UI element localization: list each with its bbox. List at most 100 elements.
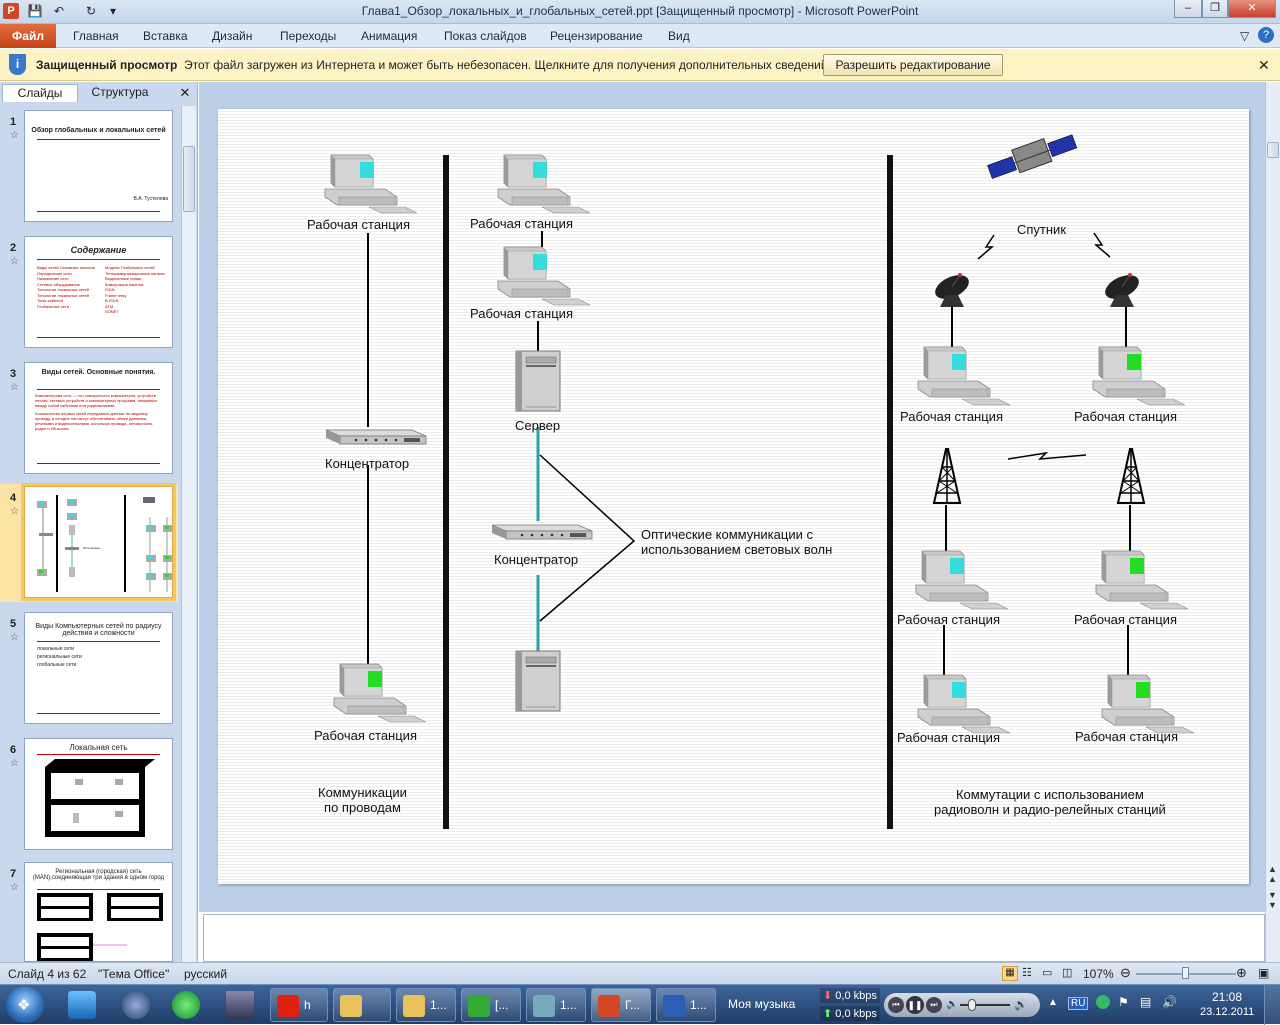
taskbar-app[interactable]: [... xyxy=(461,988,521,1022)
file-tab[interactable]: Файл xyxy=(0,24,56,48)
radio-icon[interactable] xyxy=(172,991,200,1019)
tab-slideshow[interactable]: Показ слайдов xyxy=(444,29,527,43)
clock-date[interactable]: 23.12.2011 xyxy=(1200,1006,1255,1018)
clock-time[interactable]: 21:08 xyxy=(1212,990,1243,1004)
tab-slides[interactable]: Слайды xyxy=(2,84,78,102)
language-indicator[interactable]: русский xyxy=(184,967,228,981)
label-workstation: Рабочая станция xyxy=(1075,729,1178,744)
previous-icon[interactable]: ⏮ xyxy=(888,997,904,1013)
close-panel-icon[interactable]: ✕ xyxy=(179,85,191,100)
fit-slide-icon[interactable]: ▣ xyxy=(1258,966,1270,980)
taskbar-opera[interactable]: h xyxy=(270,988,328,1022)
slideshow-icon[interactable]: ◫ xyxy=(1062,967,1073,979)
close-bar-icon[interactable]: ✕ xyxy=(1258,57,1270,73)
slide-thumbnail-5[interactable]: Виды Компьютерных сетей по радиусу дейст… xyxy=(24,612,173,724)
taskbar-folder[interactable] xyxy=(333,988,391,1022)
annotation-optical: Оптические коммуникации с использованием… xyxy=(641,527,833,557)
slide-number: 4 xyxy=(10,492,17,504)
protected-view-text[interactable]: Этот файл загружен из Интернета и может … xyxy=(184,58,831,72)
scrollbar-thumb[interactable] xyxy=(1267,142,1279,158)
screen-icon[interactable] xyxy=(68,991,96,1019)
undo-icon[interactable]: ↶ xyxy=(53,4,65,18)
maximize-button[interactable]: ❐ xyxy=(1202,0,1228,18)
tab-design[interactable]: Дизайн xyxy=(212,29,253,43)
thumb-title: Региональная (городская) сеть (MAN),соед… xyxy=(32,869,165,881)
slide-thumbnail-7[interactable]: Региональная (городская) сеть (MAN),соед… xyxy=(24,862,173,962)
volume-icon[interactable]: 🔈 xyxy=(946,999,959,1010)
slide-scrollbar[interactable]: ▲▲ ▼▼ xyxy=(1265,82,1280,962)
slide-thumbnail-1[interactable]: Обзор глобальных и локальных сетей В.А. … xyxy=(24,110,173,222)
volume-slider[interactable] xyxy=(960,1004,1010,1006)
tab-view[interactable]: Вид xyxy=(668,29,690,43)
show-hidden-icons[interactable]: ▲ xyxy=(1048,997,1058,1008)
flag-icon[interactable]: ⚑ xyxy=(1118,995,1129,1009)
network-icon[interactable]: ▤ xyxy=(1140,995,1152,1009)
hub-icon xyxy=(325,429,427,445)
minimize-ribbon-icon[interactable]: ▽ xyxy=(1240,29,1250,43)
server-icon xyxy=(515,650,561,712)
tab-insert[interactable]: Вставка xyxy=(143,29,188,43)
volume-tray-icon[interactable]: 🔊 xyxy=(1162,995,1177,1009)
taskbar-image[interactable]: 1... xyxy=(526,988,586,1022)
slide-number: 6 xyxy=(10,744,17,756)
redo-icon[interactable]: ↻ xyxy=(85,4,97,18)
tray-app-icon[interactable] xyxy=(1096,995,1110,1009)
label-workstation: Рабочая станция xyxy=(314,728,417,743)
zoom-level[interactable]: 107% xyxy=(1083,967,1114,981)
zoom-out-icon[interactable]: ⊖ xyxy=(1120,965,1131,980)
theme-name[interactable]: "Тема Office" xyxy=(98,967,170,981)
radio-tower-icon xyxy=(1117,448,1145,504)
save-disk-icon[interactable] xyxy=(226,991,254,1019)
help-icon[interactable]: ? xyxy=(1258,27,1274,43)
tab-animation[interactable]: Анимация xyxy=(361,29,418,43)
next-icon[interactable]: ⏭ xyxy=(926,997,942,1013)
slide-thumbnail-3[interactable]: Виды сетей. Основные понятия. Компьютерн… xyxy=(24,362,173,474)
language-indicator-ru[interactable]: RU xyxy=(1068,997,1089,1010)
thumbnails-scrollbar[interactable] xyxy=(181,106,196,962)
normal-view-icon[interactable]: ▦ xyxy=(1002,966,1018,981)
tab-review[interactable]: Рецензирование xyxy=(550,29,643,43)
label-workstation: Рабочая станция xyxy=(470,306,573,321)
customize-toolbar-icon[interactable]: ▾ xyxy=(109,4,117,18)
close-button[interactable]: ✕ xyxy=(1228,0,1276,18)
notes-pane[interactable] xyxy=(203,914,1265,962)
zoom-in-icon[interactable]: ⊕ xyxy=(1236,965,1247,980)
divider-left xyxy=(443,155,449,829)
taskbar-powerpoint[interactable]: Г... xyxy=(591,988,651,1022)
slide-counter: Слайд 4 из 62 xyxy=(8,967,87,981)
zoom-slider-thumb[interactable] xyxy=(1182,967,1189,979)
show-desktop-button[interactable] xyxy=(1264,985,1280,1025)
shield-info-icon: i xyxy=(9,54,26,75)
taskbar-folder-2[interactable]: 1... xyxy=(396,988,456,1022)
label-server: Сервер xyxy=(515,418,561,433)
slide-sorter-icon[interactable]: ☷ xyxy=(1022,967,1032,979)
enable-editing-button[interactable]: Разрешить редактирование xyxy=(823,54,1003,76)
slide-thumbnail-4[interactable]: Оптические... xyxy=(21,483,176,601)
label-workstation: Рабочая станция xyxy=(307,217,410,232)
save-icon[interactable]: 💾 xyxy=(27,4,43,18)
scrollbar-thumb[interactable] xyxy=(183,146,195,212)
slide-number: 2 xyxy=(10,242,17,254)
reading-view-icon[interactable]: ▭ xyxy=(1042,967,1053,979)
animation-star-icon: ☆ xyxy=(10,632,19,643)
speaker-icon[interactable]: 🔊 xyxy=(1014,999,1028,1011)
taskbar-word[interactable]: 1... xyxy=(656,988,716,1022)
thumb-title: Содержание xyxy=(70,245,127,255)
prev-slide-icon[interactable]: ▲▲ xyxy=(1268,864,1277,884)
tab-transitions[interactable]: Переходы xyxy=(280,29,337,43)
media-player-controls: ⏮ ❚❚ ⏭ 🔈 🔊 xyxy=(884,993,1040,1017)
itunes-icon[interactable] xyxy=(122,991,150,1019)
tab-outline[interactable]: Структура xyxy=(91,85,149,99)
slide-canvas: Рабочая станция Концентратор Рабочая ста… xyxy=(218,109,1249,884)
pause-icon[interactable]: ❚❚ xyxy=(906,996,924,1014)
tab-home[interactable]: Главная xyxy=(73,29,119,43)
minimize-button[interactable]: – xyxy=(1174,0,1202,18)
slide-thumbnail-6[interactable]: Локальная сеть xyxy=(24,738,173,850)
label-workstation: Рабочая станция xyxy=(470,216,573,231)
thumb-list: локальные сети региональные сети глобаль… xyxy=(37,646,82,668)
next-slide-icon[interactable]: ▼▼ xyxy=(1268,890,1277,910)
volume-slider-thumb[interactable] xyxy=(968,999,976,1011)
start-button[interactable]: ❖ xyxy=(6,987,44,1023)
powerpoint-icon[interactable]: P xyxy=(3,3,19,19)
